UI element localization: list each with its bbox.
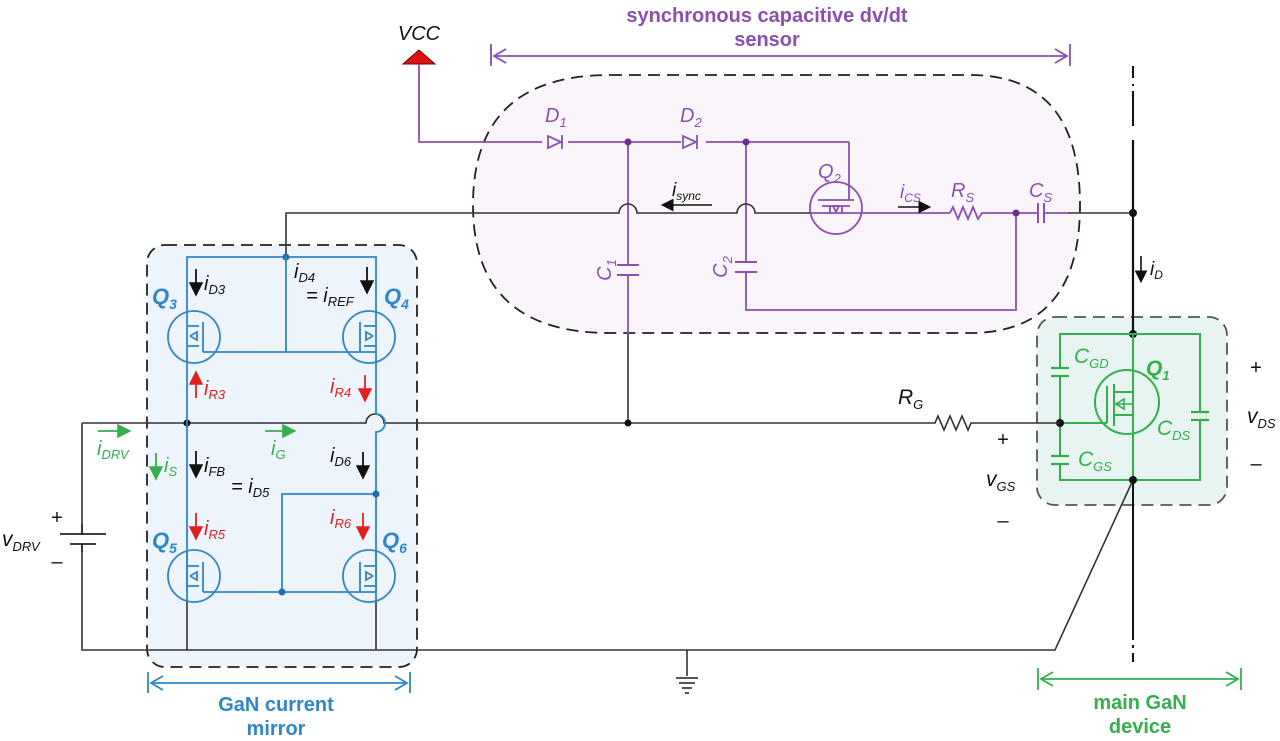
diode-d1 bbox=[547, 134, 564, 150]
vgs-label: vGS bbox=[986, 468, 1016, 494]
main-gan-device bbox=[1051, 333, 1209, 484]
d1-label: D1 bbox=[545, 105, 567, 130]
capacitor-c2 bbox=[735, 261, 757, 273]
ir6-label: iR6 bbox=[330, 507, 352, 531]
vds-label: vDS bbox=[1247, 405, 1276, 431]
battery-vdrv-icon bbox=[60, 524, 106, 552]
q2-label: Q2 bbox=[818, 161, 842, 186]
iref-label: = iREF bbox=[306, 285, 355, 309]
c1-label: C1 bbox=[594, 259, 619, 281]
main-device-span-arrow bbox=[1037, 668, 1242, 690]
ir4-label: iR4 bbox=[330, 376, 351, 400]
sensor-span-arrow bbox=[490, 44, 1071, 66]
q5-label: Q5 bbox=[152, 528, 177, 556]
cs-label: CS bbox=[1029, 180, 1052, 205]
ir5-label: iR5 bbox=[204, 518, 226, 542]
cgs-label: CGS bbox=[1078, 448, 1112, 474]
ir3-label: iR3 bbox=[204, 378, 226, 402]
vcc-supply-icon bbox=[401, 49, 437, 65]
transistor-q6 bbox=[342, 549, 396, 603]
resistor-rs bbox=[949, 204, 985, 222]
ig-label: iG bbox=[271, 438, 286, 462]
vgs-plus: + bbox=[997, 429, 1009, 451]
transistor-q2 bbox=[809, 181, 866, 235]
q4-label: Q4 bbox=[384, 284, 409, 312]
is-label: iS bbox=[164, 455, 177, 479]
vdrv-minus: – bbox=[51, 551, 63, 573]
ground-icon bbox=[676, 677, 698, 694]
main-device-title-line1: main GaN bbox=[1093, 692, 1186, 714]
vgs-minus: – bbox=[997, 510, 1009, 532]
mirror-title-line1: GaN current bbox=[218, 694, 334, 716]
transistor-q3 bbox=[167, 310, 221, 364]
sensor-title-line2: sensor bbox=[734, 29, 800, 51]
sense-wire bbox=[285, 203, 1133, 254]
vds-plus: + bbox=[1250, 357, 1262, 379]
cds-label: CDS bbox=[1157, 417, 1191, 443]
mirror-region bbox=[146, 244, 418, 668]
id6-label: iD6 bbox=[330, 445, 352, 469]
capacitor-cs bbox=[1037, 203, 1045, 223]
sensor-title-line1: synchronous capacitive dv/dt bbox=[626, 5, 908, 27]
rg-label: RG bbox=[898, 386, 923, 412]
capacitor-c1 bbox=[617, 264, 639, 276]
transistor-q5 bbox=[167, 549, 221, 603]
ifb-label: iFB bbox=[204, 455, 225, 479]
q1-label: Q1 bbox=[1146, 357, 1170, 383]
diode-d2 bbox=[682, 134, 699, 150]
id5-label: = iD5 bbox=[231, 476, 270, 500]
mirror-title-line2: mirror bbox=[247, 718, 306, 740]
vds-minus: – bbox=[1250, 453, 1262, 475]
mirror-span-arrow bbox=[147, 672, 411, 693]
d2-label: D2 bbox=[680, 105, 702, 130]
vcc-label: VCC bbox=[398, 23, 441, 45]
idrv-label: iDRV bbox=[97, 438, 130, 462]
isync-label: isync bbox=[672, 180, 701, 203]
rs-label: RS bbox=[951, 180, 974, 205]
id3-label: iD3 bbox=[204, 273, 226, 297]
sensor-wiring bbox=[418, 64, 1068, 334]
transistor-q4 bbox=[342, 310, 396, 364]
main-device-title-line2: device bbox=[1109, 716, 1171, 738]
q6-label: Q6 bbox=[382, 528, 407, 556]
c2-label: C2 bbox=[710, 255, 735, 277]
sensor-region bbox=[472, 74, 1081, 334]
id4-label: iD4 bbox=[294, 261, 315, 285]
ics-label: iCS bbox=[900, 182, 921, 205]
cgd-label: CGD bbox=[1074, 345, 1109, 371]
q3-label: Q3 bbox=[152, 284, 177, 312]
id-label: iD bbox=[1150, 259, 1163, 282]
vdrv-label: vDRV bbox=[2, 528, 41, 554]
ground-return bbox=[81, 423, 1134, 676]
drain-line bbox=[1129, 66, 1137, 338]
vdrv-plus: + bbox=[51, 507, 63, 529]
